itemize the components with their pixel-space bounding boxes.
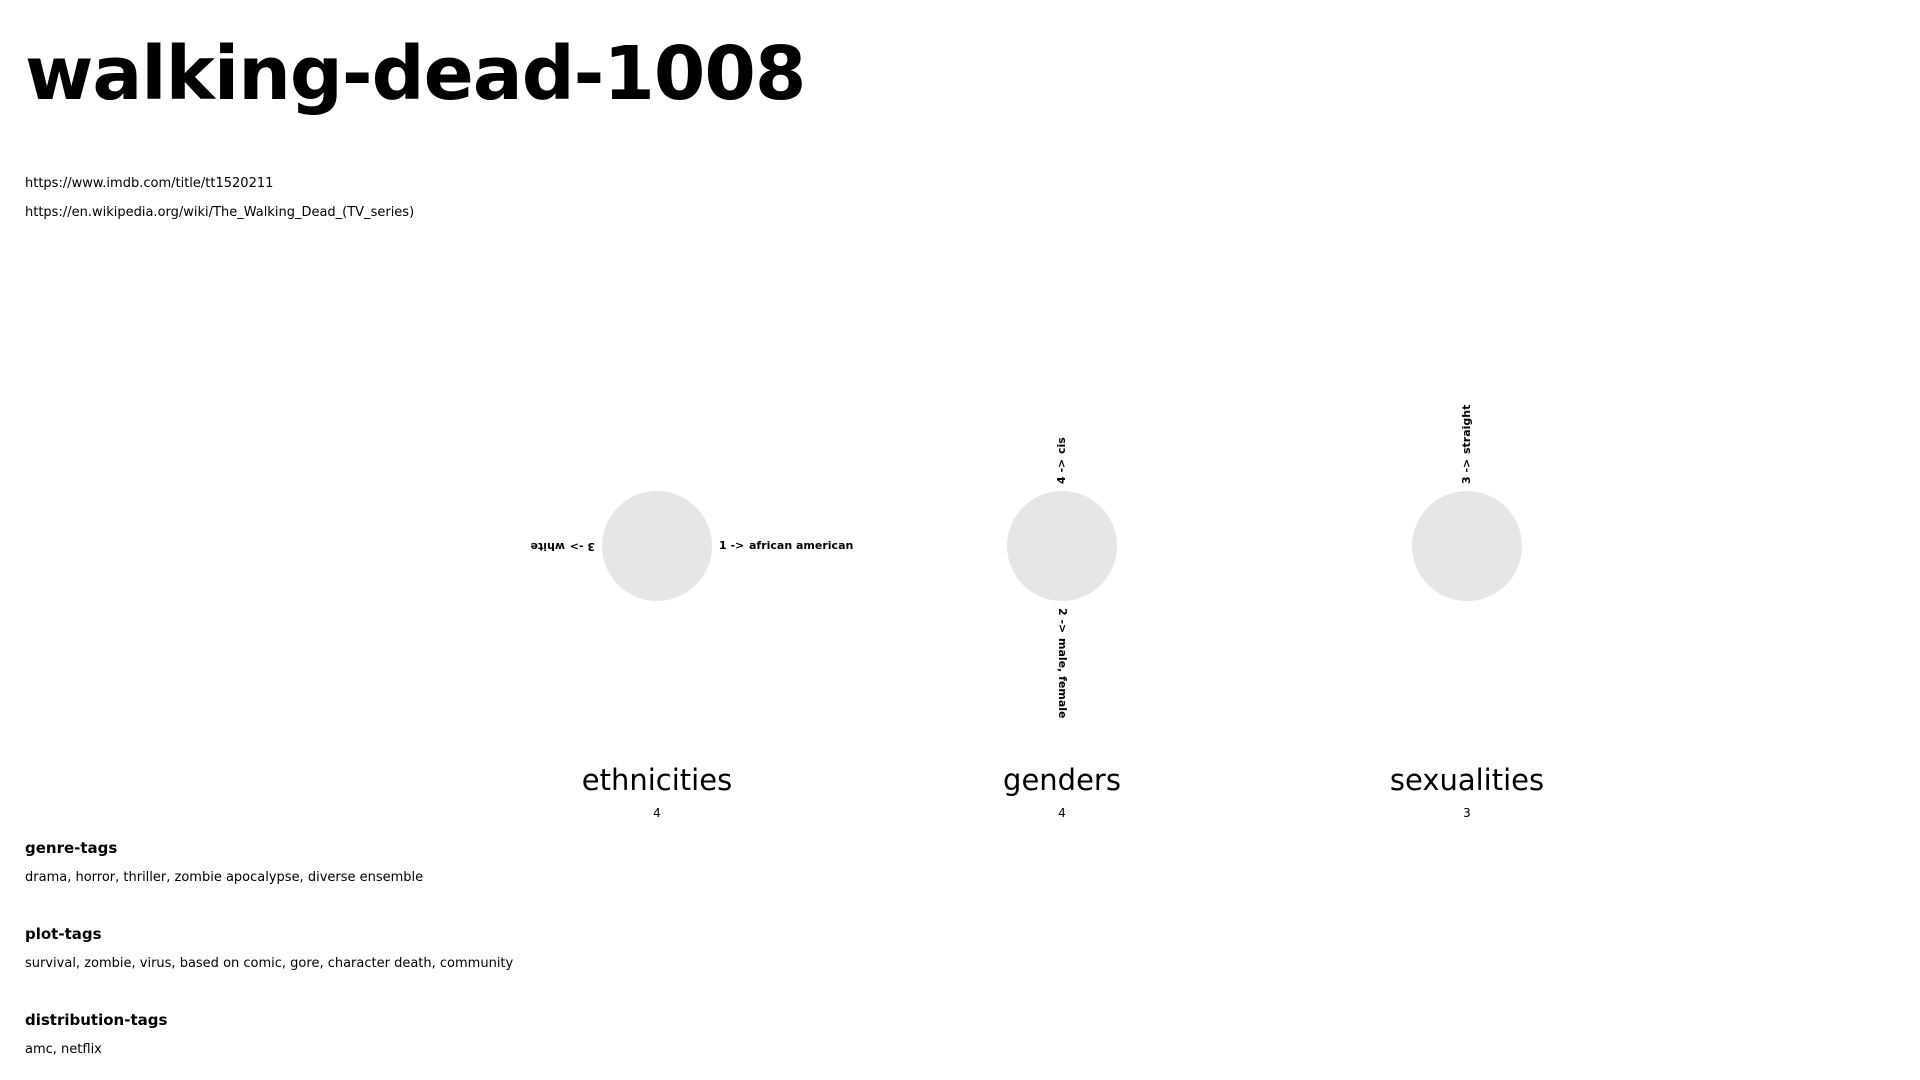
chart-genders-total: 4 bbox=[1058, 806, 1066, 820]
links-list: https://www.imdb.com/title/tt1520211 htt… bbox=[25, 170, 414, 227]
genre-tags-title: genre-tags bbox=[25, 839, 118, 857]
plot-tags-title: plot-tags bbox=[25, 925, 102, 943]
chart-sexualities-name: sexualities bbox=[1390, 763, 1544, 797]
wikipedia-link[interactable]: https://en.wikipedia.org/wiki/The_Walkin… bbox=[25, 204, 415, 220]
chart-genders-label-text: cis bbox=[1055, 437, 1068, 454]
distribution-tags-text: amc, netflix bbox=[25, 1042, 102, 1057]
chart-sexualities-label-count: 3 -> bbox=[1460, 459, 1473, 484]
imdb-link[interactable]: https://www.imdb.com/title/tt1520211 bbox=[25, 176, 274, 191]
chart-ethnicities-label-count: 1 -> bbox=[719, 539, 744, 552]
plot-tags-section: plot-tags survival, zombie, virus, based… bbox=[25, 924, 513, 974]
chart-ethnicities-label-0: 1 -> african american bbox=[719, 539, 853, 552]
chart-ethnicities-label-text: white bbox=[531, 540, 565, 553]
plot-tags-text: survival, zombie, virus, based on comic,… bbox=[25, 956, 514, 971]
distribution-tags-title: distribution-tags bbox=[25, 1011, 168, 1029]
chart-sexualities-label-text: straight bbox=[1460, 405, 1473, 454]
chart-ethnicities-name: ethnicities bbox=[582, 763, 732, 797]
genre-tags-text: drama, horror, thriller, zombie apocalyp… bbox=[25, 870, 424, 885]
chart-genders-label-text: male, female bbox=[1056, 638, 1069, 719]
chart-sexualities-circle bbox=[1412, 491, 1522, 601]
chart-genders-label-0: 4 -> cis bbox=[1055, 437, 1068, 484]
chart-genders-label-count: 4 -> bbox=[1055, 459, 1068, 484]
chart-ethnicities-total: 4 bbox=[653, 806, 661, 820]
chart-genders-circle bbox=[1007, 491, 1117, 601]
chart-sexualities-label-0: 3 -> straight bbox=[1460, 405, 1473, 484]
chart-ethnicities-label-text: african american bbox=[749, 539, 853, 552]
chart-ethnicities-label-1: 3 -> white bbox=[531, 540, 595, 553]
chart-genders-label-count: 2 -> bbox=[1056, 608, 1069, 633]
chart-genders-label-1: 2 -> male, female bbox=[1056, 608, 1069, 719]
distribution-tags-section: distribution-tags amc, netflix bbox=[25, 1010, 167, 1060]
chart-genders-name: genders bbox=[1003, 763, 1121, 797]
chart-sexualities-total: 3 bbox=[1463, 806, 1471, 820]
genre-tags-section: genre-tags drama, horror, thriller, zomb… bbox=[25, 838, 423, 888]
chart-ethnicities-label-count: 3 -> bbox=[570, 540, 595, 553]
page-title: walking-dead-1008 bbox=[25, 31, 806, 117]
chart-ethnicities-circle bbox=[602, 491, 712, 601]
